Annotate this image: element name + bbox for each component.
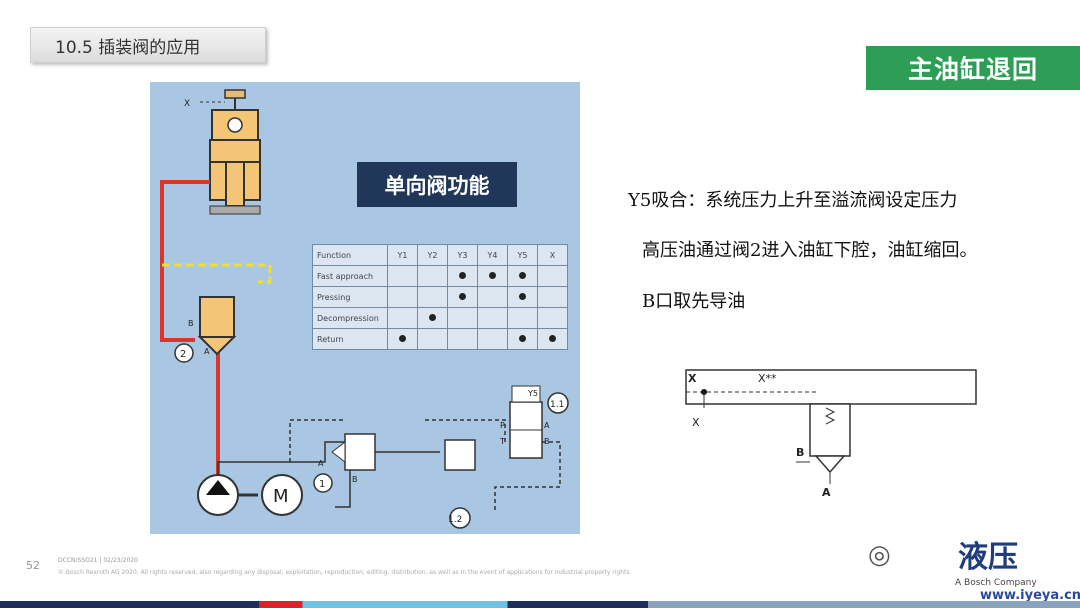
- function-state-cell: [507, 286, 538, 308]
- function-name-cell: Return: [312, 328, 388, 350]
- function-name-cell: Fast approach: [312, 265, 388, 287]
- description-line-2: 高压油通过阀2进入油缸下腔，油缸缩回。: [642, 240, 978, 261]
- description-line-1: Y5吸合：系统压力上升至溢流阀设定压力: [628, 190, 958, 211]
- function-state-cell: [477, 286, 508, 308]
- function-state-cell: [417, 328, 448, 350]
- header-y1: Y1: [387, 244, 418, 266]
- active-dot-icon: [459, 292, 466, 300]
- function-state-cell: [537, 265, 568, 287]
- cartridge-symbol: X X** X B A: [685, 369, 977, 499]
- function-state-cell: [507, 265, 538, 287]
- header-x: X: [537, 244, 568, 266]
- watermark-wechat: ◎: [868, 540, 891, 570]
- function-state-cell: [537, 328, 568, 350]
- active-dot-icon: [519, 334, 526, 342]
- function-state-cell: [477, 307, 508, 329]
- function-table-row: Decompression: [312, 307, 568, 329]
- label-x: X: [184, 99, 190, 109]
- watermark-url: www.iyeya.cn: [980, 588, 1080, 603]
- active-dot-icon: [459, 271, 466, 279]
- label-1: 1: [319, 479, 325, 490]
- function-state-cell: [507, 328, 538, 350]
- page-number: 52: [26, 559, 40, 572]
- footer-meta: DCCN/SSO21 | 02/23/2020: [58, 557, 138, 564]
- watermark-bosch: A Bosch Company: [955, 578, 1037, 588]
- hydraulic-diagram: X B A 2 M A B 1 1.2: [150, 82, 580, 534]
- symbol-x3: X: [692, 416, 700, 429]
- wechat-icon: ◎: [868, 540, 891, 570]
- function-state-cell: [477, 265, 508, 287]
- active-dot-icon: [549, 334, 556, 342]
- function-state-cell: [387, 265, 418, 287]
- function-state-cell: [387, 307, 418, 329]
- label-b: B: [188, 319, 194, 328]
- function-state-cell: [537, 286, 568, 308]
- header-y4: Y4: [477, 244, 508, 266]
- check-valve-function-label: 单向阀功能: [357, 162, 517, 207]
- header-function: Function: [312, 244, 388, 266]
- active-dot-icon: [399, 334, 406, 342]
- label-m: M: [273, 486, 289, 507]
- function-table-row: Pressing: [312, 286, 568, 308]
- slide-title: 10.5 插装阀的应用: [30, 27, 266, 63]
- label-b3: B: [544, 437, 550, 446]
- label-a: A: [204, 347, 210, 356]
- watermark-brand: 液压: [958, 540, 1018, 575]
- symbol-b: B: [796, 446, 804, 459]
- function-state-cell: [477, 328, 508, 350]
- header-y5: Y5: [507, 244, 538, 266]
- section-badge: 主油缸退回: [866, 46, 1080, 90]
- description-line-3: B口取先导油: [642, 291, 746, 312]
- symbol-x1: X: [688, 372, 697, 385]
- active-dot-icon: [519, 292, 526, 300]
- function-table-row: Fast approach: [312, 265, 568, 287]
- function-state-cell: [417, 286, 448, 308]
- function-state-cell: [417, 265, 448, 287]
- bottom-color-bar: [0, 601, 1080, 608]
- function-name-cell: Pressing: [312, 286, 388, 308]
- label-2: 2: [180, 349, 186, 360]
- active-dot-icon: [429, 313, 436, 321]
- label-1-1: 1.1: [550, 400, 564, 410]
- label-b2: B: [352, 475, 358, 484]
- label-a3: A: [544, 421, 550, 430]
- label-p: P: [500, 421, 505, 430]
- header-y2: Y2: [417, 244, 448, 266]
- label-1-2: 1.2: [448, 515, 462, 525]
- function-state-cell: [447, 265, 478, 287]
- function-state-cell: [387, 286, 418, 308]
- function-state-cell: [447, 307, 478, 329]
- header-y3: Y3: [447, 244, 478, 266]
- function-table-header: Function Y1 Y2 Y3 Y4 Y5 X: [312, 244, 568, 266]
- function-state-cell: [537, 307, 568, 329]
- function-state-cell: [507, 307, 538, 329]
- footer-copyright: © Bosch Rexroth AG 2020. All rights rese…: [58, 569, 632, 576]
- symbol-x2: X**: [758, 372, 777, 385]
- active-dot-icon: [489, 271, 496, 279]
- label-a2: A: [318, 459, 324, 468]
- active-dot-icon: [519, 271, 526, 279]
- function-state-cell: [417, 307, 448, 329]
- function-state-cell: [387, 328, 418, 350]
- circuit-drawing: X B A 2 M A B 1 1.2: [160, 89, 569, 529]
- function-state-cell: [447, 328, 478, 350]
- label-t: T: [499, 437, 505, 446]
- label-y5: Y5: [527, 389, 538, 398]
- function-name-cell: Decompression: [312, 307, 388, 329]
- function-table-row: Return: [312, 328, 568, 350]
- function-state-cell: [447, 286, 478, 308]
- symbol-a: A: [822, 486, 831, 499]
